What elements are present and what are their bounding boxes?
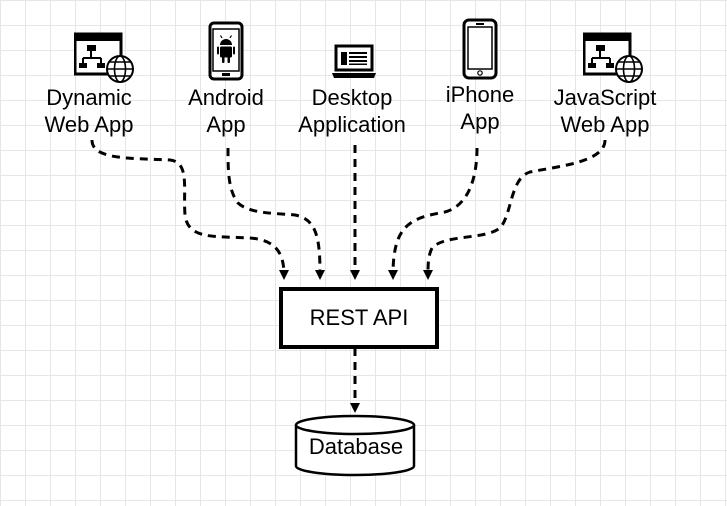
edge-javascript-web-app-to-rest-api: [423, 139, 607, 280]
node-label-line: Dynamic: [46, 85, 132, 110]
node-dynamic-web-app: Dynamic Web App: [45, 84, 134, 138]
node-label-line: App: [206, 112, 246, 137]
laptop-icon: [332, 44, 376, 78]
web-app-globe-icon: [74, 32, 134, 83]
node-label-line: Desktop: [311, 85, 393, 110]
node-javascript-web-app: JavaScript Web App: [554, 84, 657, 138]
node-label-line: Application: [298, 112, 406, 137]
edge-dynamic-web-app-to-rest-api: [90, 139, 289, 280]
node-label-line: Android: [188, 85, 264, 110]
database-node: Database: [296, 433, 416, 461]
node-label-line: JavaScript: [553, 85, 657, 110]
node-label-line: iPhone: [445, 82, 515, 107]
database-label: Database: [308, 434, 404, 459]
node-desktop-application: Desktop Application: [298, 84, 406, 138]
node-label-line: Web App: [560, 112, 650, 137]
iphone-icon: [462, 18, 498, 80]
node-label-line: Web App: [44, 112, 134, 137]
android-phone-icon: [208, 21, 244, 81]
edge-iphone-app-to-rest-api: [388, 147, 479, 280]
web-app-globe-icon: [583, 32, 643, 83]
node-iphone-app: iPhone App: [446, 81, 515, 135]
node-label-line: App: [460, 109, 500, 134]
node-android-app: Android App: [188, 84, 264, 138]
rest-api-label: REST API: [309, 305, 409, 330]
database-cylinder: [294, 414, 416, 477]
edge-android-app-to-rest-api: [226, 147, 325, 280]
rest-api-node: REST API: [279, 287, 439, 349]
